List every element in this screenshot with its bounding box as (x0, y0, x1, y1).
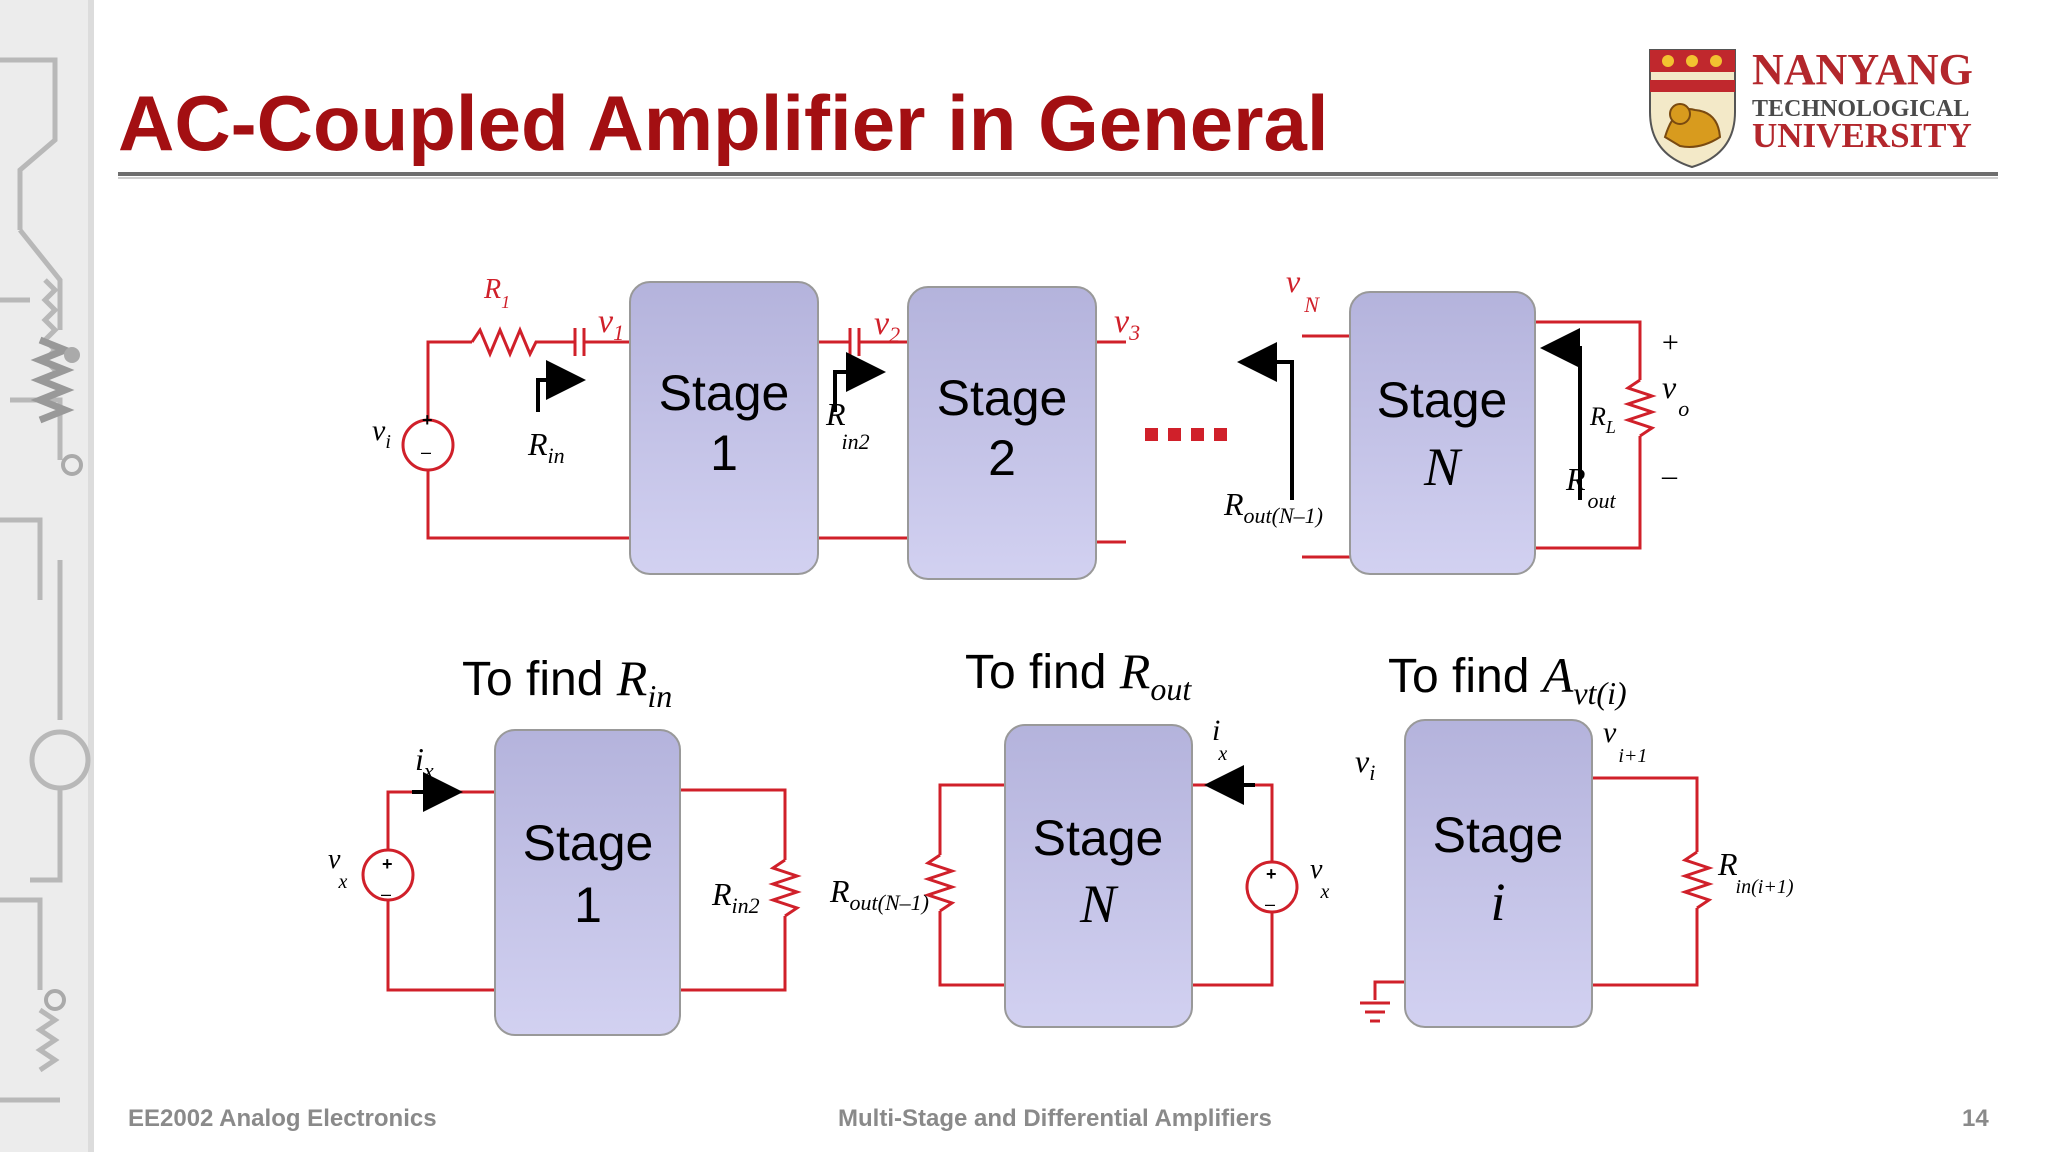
bl-r-label: Rin2 (711, 876, 760, 918)
r1-label: R1 (483, 274, 510, 312)
bm-r-label: Rout(N–1) (829, 873, 929, 915)
rout-n1-label: Rout(N–1) (1223, 486, 1323, 528)
stage-1-word: Stage (659, 365, 790, 421)
top-vi-label: vi (372, 414, 391, 453)
footer-course: EE2002 Analog Electronics (128, 1105, 437, 1132)
stage-n-word: Stage (1377, 372, 1508, 428)
ground-icon (1360, 1001, 1390, 1023)
top-source-minus: – (421, 442, 431, 462)
bl-voltage-source-icon (361, 848, 415, 902)
vn-label: vN (1286, 263, 1320, 317)
vo-label: vo (1662, 369, 1689, 421)
bm-stage-block (1004, 724, 1193, 1028)
logo-line2: TECHNOLOGICAL (1752, 96, 1969, 122)
top-arrows (536, 328, 1582, 500)
br-stage-block (1404, 719, 1593, 1028)
br-wires (1373, 776, 1714, 1000)
br-stage-num: i (1490, 872, 1505, 932)
rout-label: Rout (1565, 461, 1617, 513)
stage-2-word: Stage (937, 370, 1068, 426)
logo-line3: UNIVERSITY (1752, 116, 1972, 155)
bm-voltage-source-icon (1245, 860, 1299, 914)
bm-minus: – (1265, 894, 1275, 914)
continuation-dots (1145, 428, 1227, 441)
bl-caption: To find Rin (462, 650, 672, 714)
br-vi-label: vi (1355, 743, 1375, 785)
bm-plus: + (1266, 864, 1277, 884)
page-title: AC-Coupled Amplifier in General (118, 79, 1329, 167)
v3-label: v3 (1114, 303, 1140, 345)
bl-minus: – (381, 884, 391, 904)
university-logo: NANYANG TECHNOLOGICAL UNIVERSITY (1649, 45, 1973, 169)
stage-n-num: N (1423, 437, 1463, 497)
footer-topic: Multi-Stage and Differential Amplifiers (838, 1105, 1272, 1132)
stage-2-block (907, 286, 1097, 580)
br-caption: To find Avt(i) (1388, 647, 1627, 711)
stage-1-block (629, 281, 819, 575)
title-underline (118, 172, 1998, 176)
v1-label: v1 (598, 303, 624, 345)
br-stage-word: Stage (1433, 807, 1564, 863)
bl-stage-word: Stage (523, 815, 654, 871)
bl-stage-block (494, 729, 681, 1036)
rl-label: RL (1589, 402, 1616, 437)
top-source-plus: + (422, 410, 433, 430)
top-circuit-wires (426, 320, 1657, 559)
bl-ix-label: ix (415, 741, 434, 783)
bm-stage-num: N (1079, 874, 1119, 934)
top-voltage-source-icon (401, 418, 455, 472)
logo-line1: NANYANG (1752, 45, 1973, 94)
v2-label: v2 (874, 305, 900, 347)
title-underline-shadow (118, 177, 1998, 179)
stage-2-num: 2 (988, 430, 1016, 486)
bl-stage-num: 1 (574, 877, 602, 933)
bl-plus: + (382, 854, 393, 874)
vo-minus: – (1661, 459, 1678, 492)
decorative-circuit-strip (0, 0, 94, 1152)
stage-n-block (1349, 291, 1536, 575)
bm-caption: To find Rout (965, 643, 1192, 707)
rin-label: Rin (527, 426, 565, 468)
bm-stage-word: Stage (1033, 810, 1164, 866)
footer-page-number: 14 (1962, 1105, 1989, 1132)
vo-plus: + (1660, 326, 1680, 359)
bm-wires (923, 783, 1274, 987)
br-vi1-label: vi+1 (1603, 716, 1647, 767)
bl-wires (386, 788, 802, 992)
stage-1-num: 1 (710, 425, 738, 481)
